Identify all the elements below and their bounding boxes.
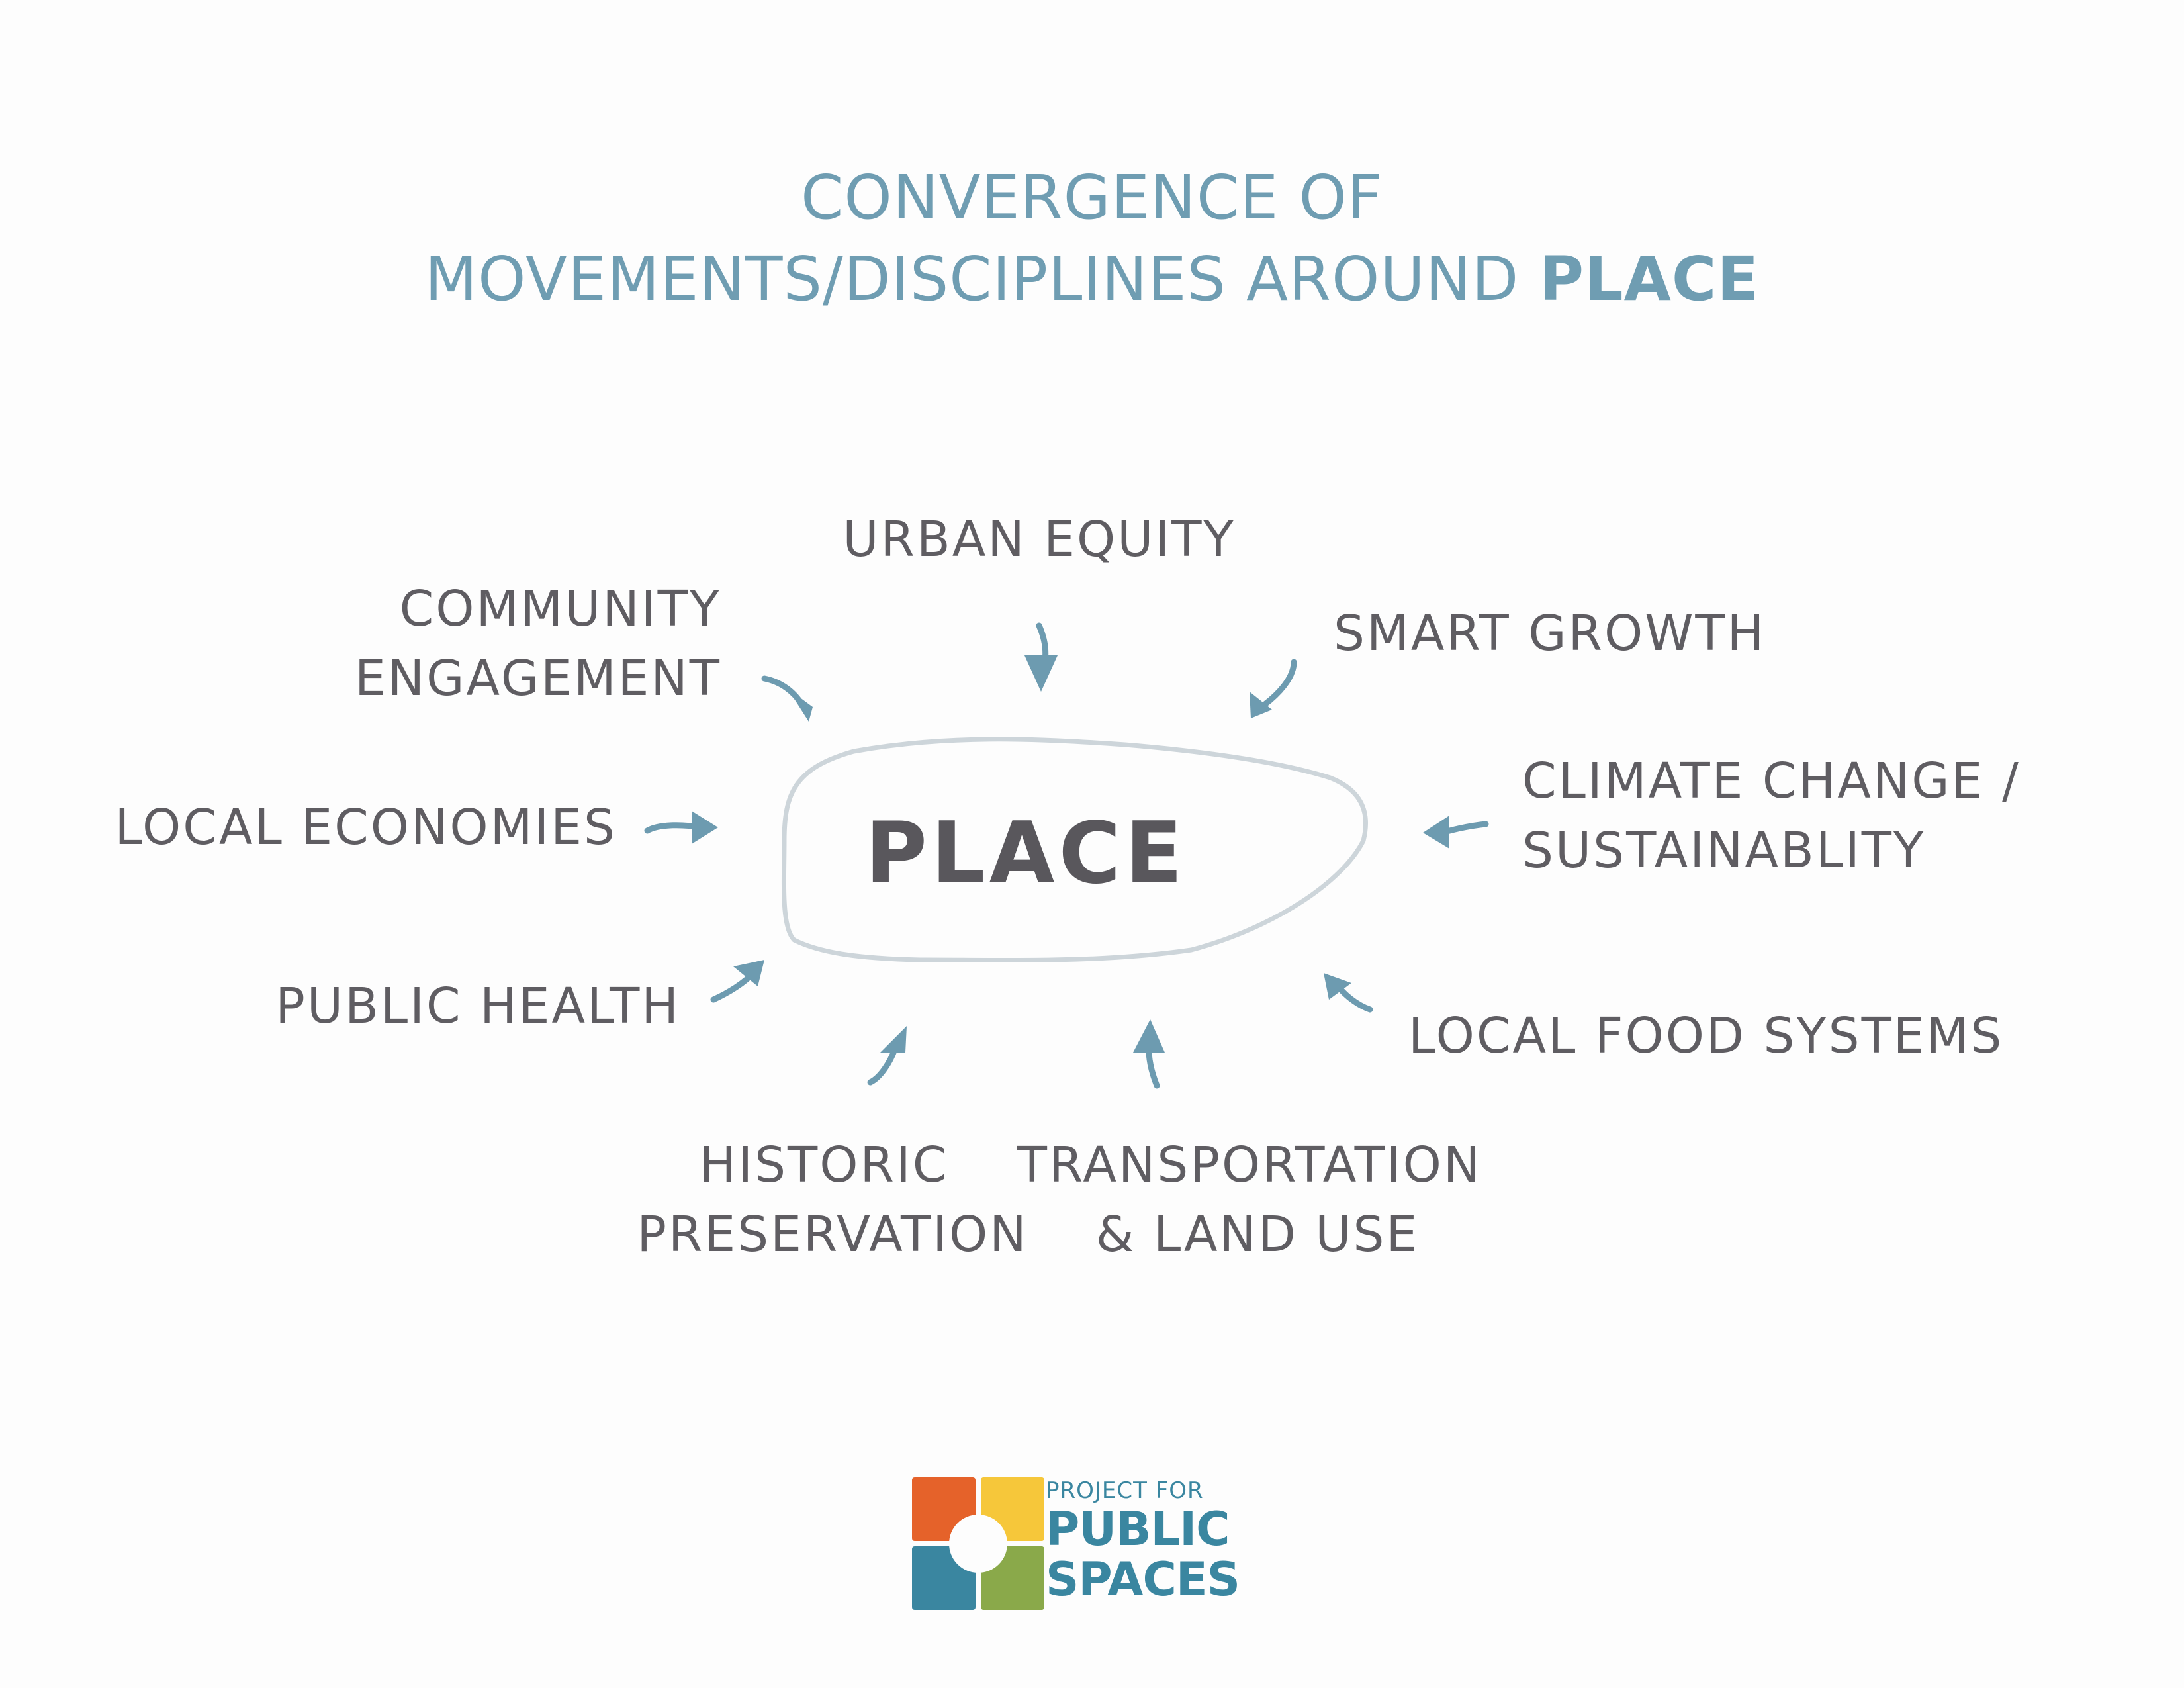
arrow-historic-preservation (867, 1026, 907, 1086)
title-line-1: CONVERGENCE OF (801, 162, 1383, 233)
logo-line-3: SPACES (1046, 1552, 1240, 1607)
label-urban-equity: URBAN EQUITY (842, 511, 1235, 568)
arrow-community-engagement (761, 675, 813, 722)
logo-center-circle (949, 1515, 1007, 1573)
arrow-local-economies (644, 811, 718, 844)
arrow-urban-equity (1024, 622, 1058, 692)
pps-logo: PROJECT FOR PUBLIC SPACES (912, 1477, 1256, 1610)
logo-wordmark: PROJECT FOR PUBLIC SPACES (1046, 1477, 1240, 1605)
label-climate-line-2: SUSTAINABLITY (1522, 822, 1925, 879)
label-historic-line-2: PRESERVATION (637, 1206, 1028, 1263)
arrow-smart-growth (1250, 659, 1297, 718)
arrow-public-health (710, 960, 764, 1003)
title-line-2: MOVEMENTS/DISCIPLINES AROUND PLACE (0, 244, 2184, 314)
title-emphasis: PLACE (1539, 244, 1760, 314)
label-local-economies: LOCAL ECONOMIES (114, 799, 617, 856)
label-transportation-line-1: TRANSPORTATION (1017, 1137, 1482, 1194)
arrow-local-food-systems (1324, 973, 1373, 1013)
pps-logo-mark (912, 1477, 1044, 1610)
label-smart-growth: SMART GROWTH (1334, 605, 1766, 662)
label-community-line-2: ENGAGEMENT (355, 650, 721, 707)
center-label: PLACE (865, 804, 1187, 903)
logo-line-1: PROJECT FOR (1046, 1477, 1204, 1504)
arrow-transportation (1133, 1019, 1165, 1089)
logo-line-2: PUBLIC (1046, 1502, 1230, 1556)
label-public-health: PUBLIC HEALTH (275, 978, 680, 1035)
label-local-food-systems: LOCAL FOOD SYSTEMS (1408, 1008, 2003, 1064)
label-climate-line-1: CLIMATE CHANGE / (1522, 753, 2021, 810)
label-community-line-1: COMMUNITY (400, 581, 721, 637)
arrow-climate-change (1423, 816, 1489, 849)
label-historic-line-1: HISTORIC (700, 1137, 949, 1194)
title-prefix: MOVEMENTS/DISCIPLINES AROUND (424, 244, 1539, 314)
label-transportation-line-2: & LAND USE (1096, 1206, 1420, 1263)
place-outline (781, 737, 1368, 963)
